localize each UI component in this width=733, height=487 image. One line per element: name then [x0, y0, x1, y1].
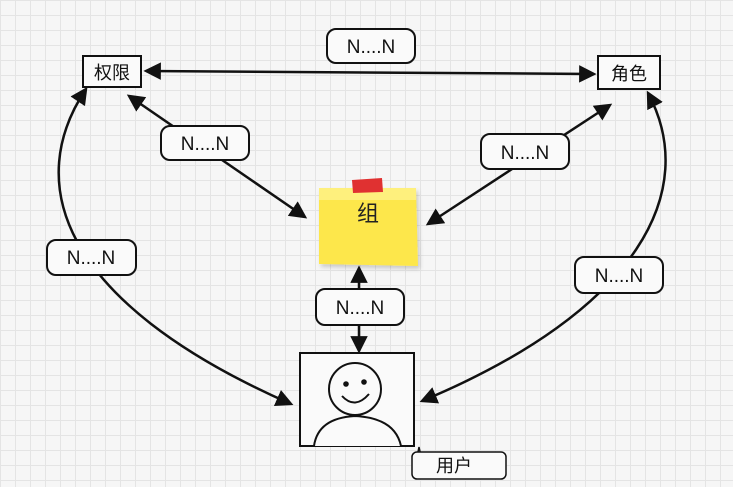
svg-text:N....N: N....N	[67, 248, 116, 269]
edge-role-user	[419, 90, 667, 404]
svg-text:N....N: N....N	[501, 143, 550, 164]
label-permission-group: N....N	[160, 125, 250, 161]
node-permission-label: 权限	[94, 63, 130, 84]
node-role-label: 角色	[611, 64, 647, 85]
node-user-label: 用户	[436, 456, 472, 477]
node-permission[interactable]: 权限	[82, 55, 142, 88]
label-permission-role: N....N	[326, 28, 416, 64]
smiley-person-icon	[313, 362, 402, 447]
svg-text:N....N: N....N	[347, 37, 396, 58]
svg-text:N....N: N....N	[181, 134, 230, 155]
node-group[interactable]: 组	[319, 178, 418, 266]
svg-text:N....N: N....N	[336, 298, 385, 319]
label-permission-user: N....N	[46, 239, 137, 276]
user-label-bubble: 用户	[411, 446, 507, 480]
label-group-user: N....N	[315, 288, 405, 326]
label-role-group: N....N	[480, 133, 570, 170]
svg-text:N....N: N....N	[595, 266, 644, 287]
label-role-user: N....N	[574, 256, 664, 294]
node-role[interactable]: 角色	[597, 55, 661, 90]
node-group-label: 组	[357, 202, 379, 227]
node-user[interactable]	[299, 352, 415, 447]
edge-permission-role	[143, 62, 597, 83]
sticky-tape-icon	[352, 178, 383, 193]
